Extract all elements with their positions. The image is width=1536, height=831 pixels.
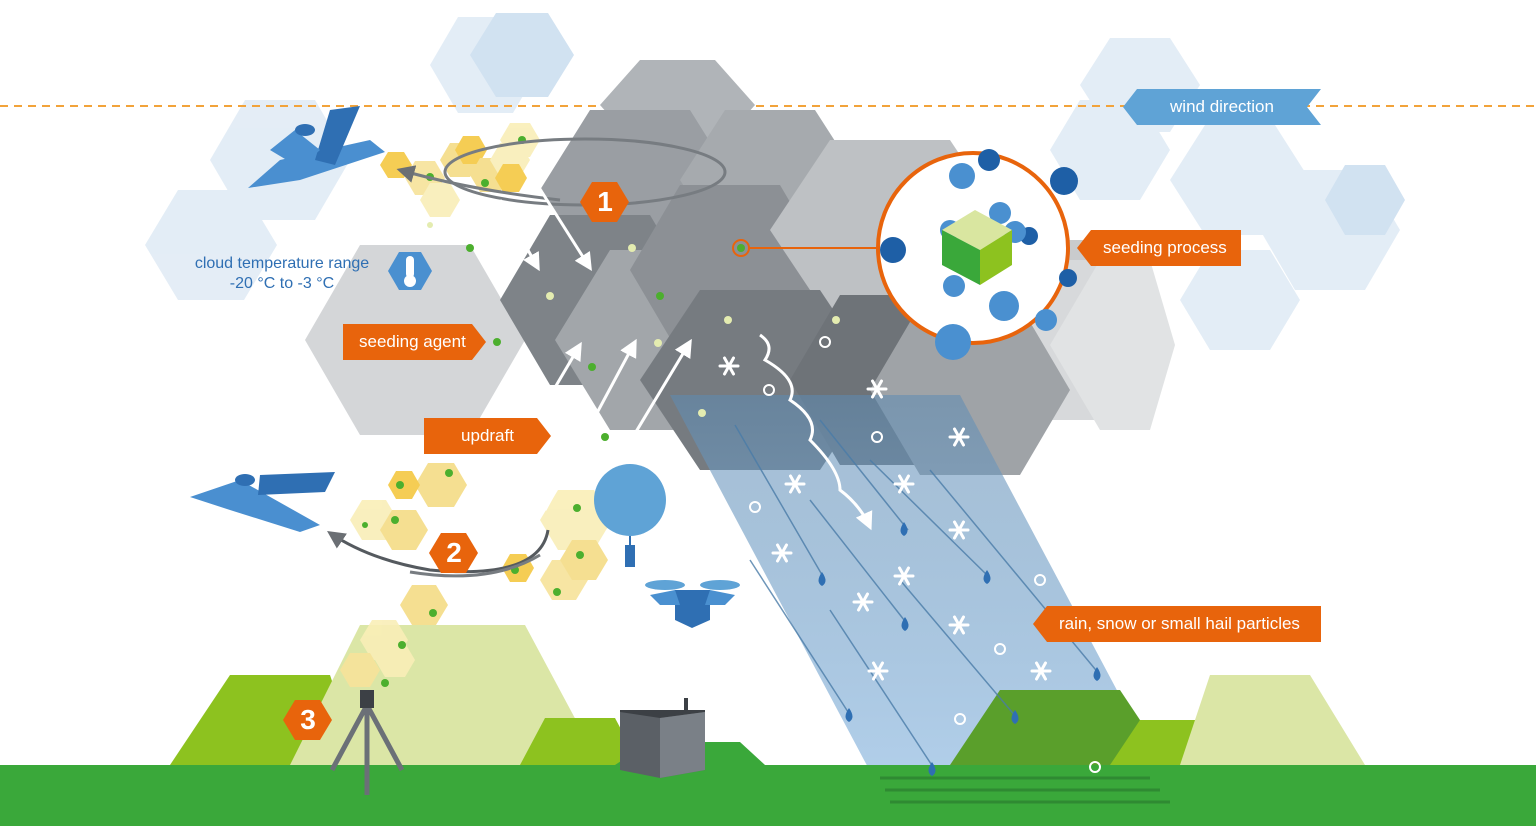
step-2-badge [429,533,478,573]
temperature-range-text: cloud temperature range -20 °C to -3 °C [170,254,394,294]
temperature-range-value: -20 °C to -3 °C [229,275,335,292]
updraft-arrows [478,177,873,531]
tripod-generator-icon [329,690,405,795]
seeding-process-label: seeding process [1077,230,1241,266]
seed-crystal-cube-icon [942,210,1012,285]
snowflake-icons [718,356,1052,681]
ice-crystal-circles [749,336,1101,773]
step-2-number: 2 [446,537,462,568]
seeding-agent-label: seeding agent [343,324,486,360]
step-3-badge [283,700,332,740]
ground-generator-icon [620,698,705,778]
precipitation-label: rain, snow or small hail particles [1033,606,1321,642]
seed-trail-2 [350,463,612,600]
flight-path-arrows [327,137,727,578]
thermometer-icon [388,252,432,290]
seeding-process-zoom [732,149,1078,360]
drone-icon [645,580,740,628]
step-badges [283,182,629,740]
step-3-number: 3 [300,704,316,735]
background-hexagons [145,13,1405,350]
step-1-number: 1 [597,186,613,217]
temperature-range-title: cloud temperature range [194,255,370,272]
droplet-icons [818,522,1101,776]
seed-trail-3 [340,585,448,687]
airplane-icon [190,472,335,532]
step-1-badge [580,182,629,222]
airplane-icon [248,106,385,188]
wind-direction-label: wind direction [1123,89,1321,125]
ground [0,625,1536,826]
updraft-label: updraft [424,418,551,454]
balloon-icon [594,464,666,567]
